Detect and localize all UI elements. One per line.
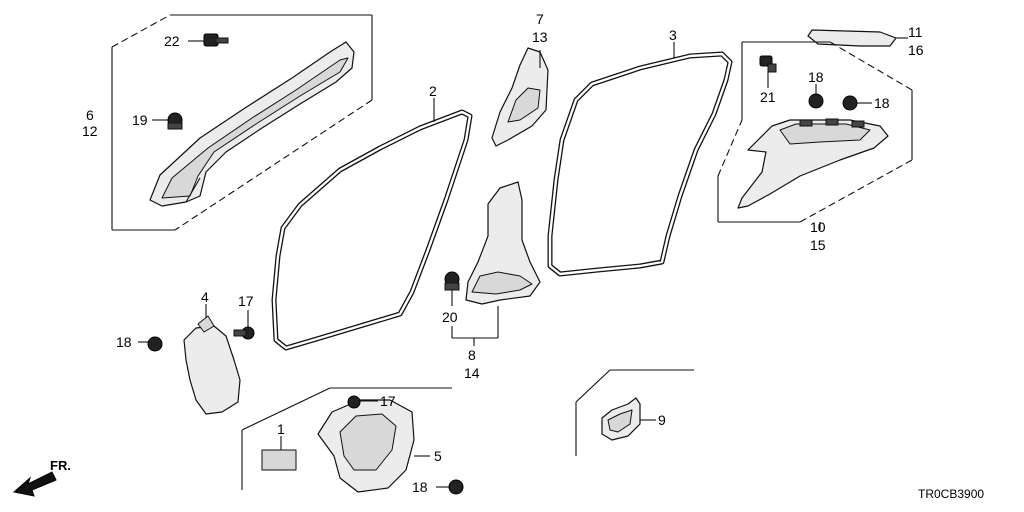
a-pillar-garnish-part-6-12 xyxy=(149,41,355,207)
group-box-a-pillar xyxy=(111,14,373,231)
callout-19: 19 xyxy=(132,112,148,128)
callout-18-bottom: 18 xyxy=(412,479,428,495)
callout-11: 11 xyxy=(908,24,923,40)
trim-bracket-part-9 xyxy=(601,397,656,441)
clip-part-22 xyxy=(188,33,229,47)
group-box-part-9 xyxy=(575,369,694,456)
callout-12: 12 xyxy=(82,123,98,139)
callout-21: 21 xyxy=(760,89,776,105)
front-side-trim-part-4 xyxy=(183,304,241,415)
callout-14: 14 xyxy=(464,365,480,381)
rear-door-weatherstrip-part-3 xyxy=(547,42,733,277)
callout-18-left: 18 xyxy=(116,334,132,350)
diagram-code: TR0CB3900 xyxy=(918,487,984,501)
clip-part-18-left xyxy=(138,336,163,352)
front-door-weatherstrip-part-2 xyxy=(271,98,473,351)
lower-b-pillar-trim-part-8-14 xyxy=(465,181,541,305)
clip-part-17-lower xyxy=(347,395,378,409)
label-part-1 xyxy=(261,436,297,471)
molding-part-11-16 xyxy=(807,29,908,47)
callout-20: 20 xyxy=(442,309,458,325)
clip-part-18-c-pillar-left xyxy=(808,84,824,109)
clip-part-21 xyxy=(759,55,777,88)
callout-6: 6 xyxy=(86,107,94,123)
callout-17-lower: 17 xyxy=(380,393,396,409)
callout-15: 15 xyxy=(810,237,826,253)
callout-2: 2 xyxy=(429,83,437,99)
callout-5: 5 xyxy=(434,448,442,464)
front-direction-arrow-icon xyxy=(12,471,57,497)
callout-1: 1 xyxy=(277,421,285,437)
callout-8: 8 xyxy=(468,347,476,363)
callout-18-c-pillar-right: 18 xyxy=(874,95,890,111)
upper-b-pillar-trim-part-7-13 xyxy=(491,47,549,147)
group-box-lower xyxy=(241,387,452,490)
clip-part-18-bottom xyxy=(436,479,464,495)
front-direction-label: FR. xyxy=(50,458,71,473)
callout-13: 13 xyxy=(532,29,548,45)
callout-18-c-pillar-left: 18 xyxy=(808,69,824,85)
clip-part-19 xyxy=(152,112,183,130)
callout-22: 22 xyxy=(164,33,180,49)
rear-pillar-lining-part-10-15 xyxy=(737,118,889,209)
callout-7: 7 xyxy=(536,11,544,27)
kick-panel-part-5 xyxy=(317,399,430,493)
callout-16: 16 xyxy=(908,42,924,58)
clip-part-18-c-pillar-right xyxy=(842,95,872,111)
group-box-c-pillar xyxy=(717,41,913,230)
callout-9: 9 xyxy=(658,412,666,428)
bracket-8-14 xyxy=(451,306,499,346)
callout-10: 10 xyxy=(810,219,826,235)
callout-4: 4 xyxy=(201,289,209,305)
clip-part-17-upper xyxy=(233,310,255,340)
callout-17-upper: 17 xyxy=(238,293,254,309)
callout-3: 3 xyxy=(669,27,677,43)
clip-part-20 xyxy=(444,271,460,306)
